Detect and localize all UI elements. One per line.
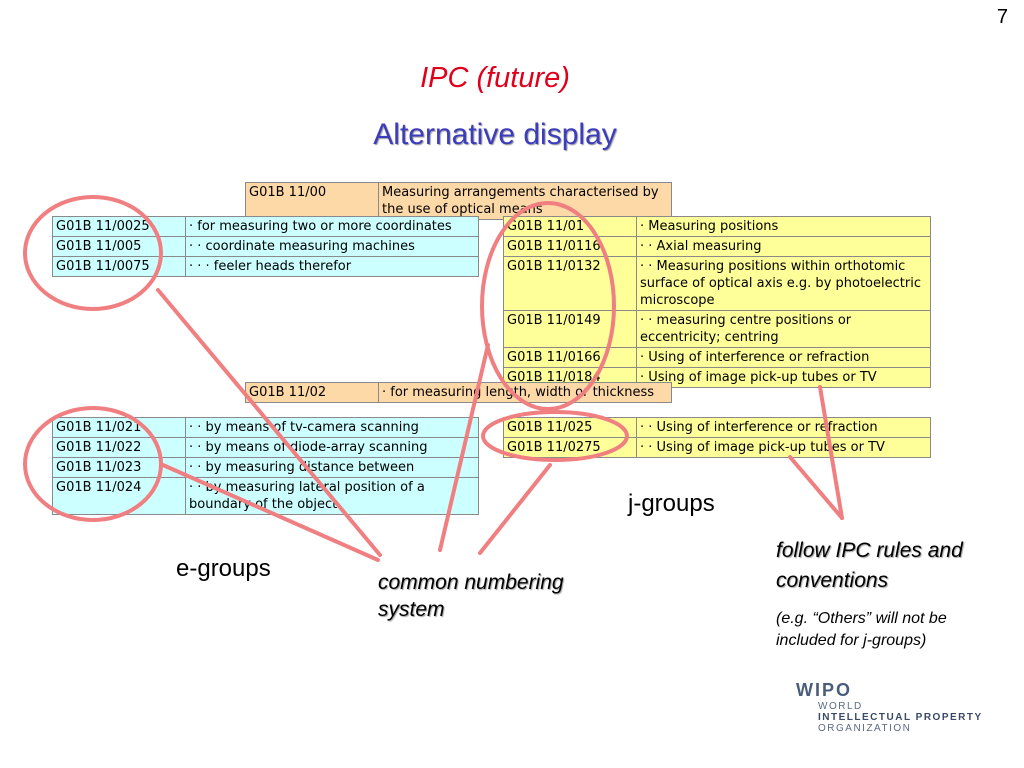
wipo-logo-line-world: WORLD [818, 701, 863, 712]
classification-row: G01B 11/01· Measuring positions [503, 216, 931, 237]
pointer-common-2 [478, 463, 552, 555]
classification-description: · · · feeler heads therefor [185, 256, 479, 277]
classification-row: G01B 11/0166· Using of interference or r… [503, 347, 931, 368]
classification-code: G01B 11/022 [52, 437, 186, 458]
classification-row: G01B 11/023· · by measuring distance bet… [52, 457, 479, 478]
classification-code: G01B 11/023 [52, 457, 186, 478]
pointer-follow-1 [818, 385, 844, 520]
classification-code: G01B 11/0149 [503, 310, 637, 348]
classification-description: · Using of interference or refraction [636, 347, 931, 368]
classification-code: G01B 11/024 [52, 477, 186, 515]
slide-subtitle: Alternative display [373, 118, 617, 151]
e-groups-bottom-ellipse [23, 406, 163, 522]
classification-description: · · Axial measuring [636, 236, 931, 257]
e-groups-label: e-groups [176, 555, 271, 582]
classification-row: G01B 11/005· · coordinate measuring mach… [52, 236, 479, 257]
classification-description: · for measuring two or more coordinates [185, 216, 479, 237]
classification-description: · · coordinate measuring machines [185, 236, 479, 257]
classification-row: G01B 11/0025· for measuring two or more … [52, 216, 479, 237]
classification-code: G01B 11/01 [503, 216, 637, 237]
pointer-e-bottom [161, 463, 380, 562]
follow-rules-label: follow IPC rules and conventions [776, 539, 963, 592]
j-groups-label: j-groups [628, 490, 715, 517]
pointer-e-top [156, 288, 382, 557]
j-groups-table-bottom: G01B 11/025· · Using of interference or … [503, 417, 931, 458]
classification-row: G01B 11/0116· · Axial measuring [503, 236, 931, 257]
annotation-shapes [23, 195, 844, 562]
classification-row: G01B 11/0075· · · feeler heads therefor [52, 256, 479, 277]
classification-description: · · Using of image pick-up tubes or TV [636, 437, 931, 458]
classification-description: · · Using of interference or refraction [636, 417, 931, 438]
j-groups-bottom-ellipse [481, 410, 629, 462]
wipo-logo-line-ip: INTELLECTUAL PROPERTY [818, 712, 983, 723]
pointer-follow-2 [788, 455, 844, 520]
classification-code: G01B 11/02 [245, 382, 379, 403]
wipo-logo: WIPO WORLD INTELLECTUAL PROPERTY ORGANIZ… [796, 680, 983, 734]
classification-description: Measuring arrangements characterised by … [378, 182, 672, 220]
pointer-common-1 [438, 343, 490, 552]
page-number: 7 [996, 6, 1008, 28]
classification-row: G01B 11/025· · Using of interference or … [503, 417, 931, 438]
e-groups-top-ellipse [23, 195, 163, 311]
common-numbering-label: common numbering system [378, 571, 564, 621]
wipo-logo-acronym: WIPO [796, 680, 852, 700]
e-groups-table-top: G01B 11/0025· for measuring two or more … [52, 216, 479, 277]
classification-description: · Measuring positions [636, 216, 931, 237]
classification-description: · · Measuring positions within orthotomi… [636, 256, 931, 311]
wipo-logo-line-org: ORGANIZATION [818, 723, 912, 734]
j-groups-numbering-ellipse [480, 201, 616, 411]
classification-description: · Using of image pick-up tubes or TV [636, 367, 931, 388]
slide-title: IPC (future) [420, 62, 570, 94]
classification-description: · · by means of tv-camera scanning [185, 417, 479, 438]
classification-code: G01B 11/0025 [52, 216, 186, 237]
classification-code: G01B 11/0075 [52, 256, 186, 277]
j-groups-note: (e.g. “Others” will not be included for … [776, 610, 947, 649]
classification-row: G01B 11/0275· · Using of image pick-up t… [503, 437, 931, 458]
